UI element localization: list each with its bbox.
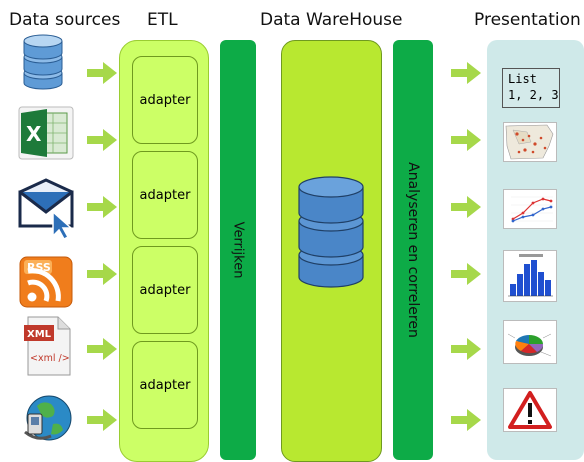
arrow-right-icon (87, 338, 117, 360)
header-data-sources: Data sources (9, 10, 121, 30)
arrow-right-icon (87, 129, 117, 151)
warehouse-column (281, 40, 382, 462)
list-items: 1, 2, 3 (508, 88, 559, 102)
bar-chart-thumbnail-icon (503, 250, 557, 302)
arrow-right-icon (451, 409, 481, 431)
adapter-label: adapter (139, 377, 191, 393)
arrow-right-icon (451, 129, 481, 151)
header-presentation: Presentation (474, 10, 581, 30)
arrow-right-icon (87, 62, 117, 84)
header-warehouse: Data WareHouse (260, 10, 403, 30)
arrow-right-icon (451, 263, 481, 285)
enrich-band: Verrijken (220, 40, 256, 460)
xml-tag: <xml /> (30, 353, 70, 364)
database-icon (23, 34, 63, 90)
header-etl: ETL (147, 10, 178, 30)
xml-label: XML (27, 329, 52, 340)
warning-icon (503, 388, 557, 432)
etl-column: adapter adapter adapter adapter (119, 40, 209, 462)
arrow-right-icon (451, 338, 481, 360)
adapter-box: adapter (132, 56, 198, 144)
svg-text:X: X (26, 122, 42, 146)
adapter-label: adapter (139, 92, 191, 108)
line-chart-thumbnail-icon (503, 189, 557, 229)
arrow-right-icon (87, 263, 117, 285)
database-cylinder-icon (298, 176, 364, 288)
adapter-label: adapter (139, 187, 191, 203)
adapter-box: adapter (132, 246, 198, 334)
adapter-label: adapter (139, 282, 191, 298)
xml-icon: XML <xml /> (24, 316, 71, 376)
arrow-right-icon (87, 409, 117, 431)
arrow-right-icon (451, 196, 481, 218)
list-box: List 1, 2, 3 (502, 68, 560, 108)
map-thumbnail-icon (503, 122, 557, 162)
arrow-right-icon (87, 196, 117, 218)
analyze-band: Analyseren en correleren (393, 40, 433, 460)
enrich-label: Verrijken (230, 221, 246, 279)
email-icon (18, 178, 74, 240)
web-service-icon (24, 395, 72, 441)
list-title: List (508, 72, 537, 86)
arrow-right-icon (451, 62, 481, 84)
adapter-box: adapter (132, 151, 198, 239)
excel-icon: X (18, 106, 74, 160)
analyze-label: Analyseren en correleren (405, 162, 421, 338)
adapter-box: adapter (132, 341, 198, 429)
rss-icon: RSS (19, 256, 73, 308)
pie-chart-thumbnail-icon (503, 320, 557, 364)
